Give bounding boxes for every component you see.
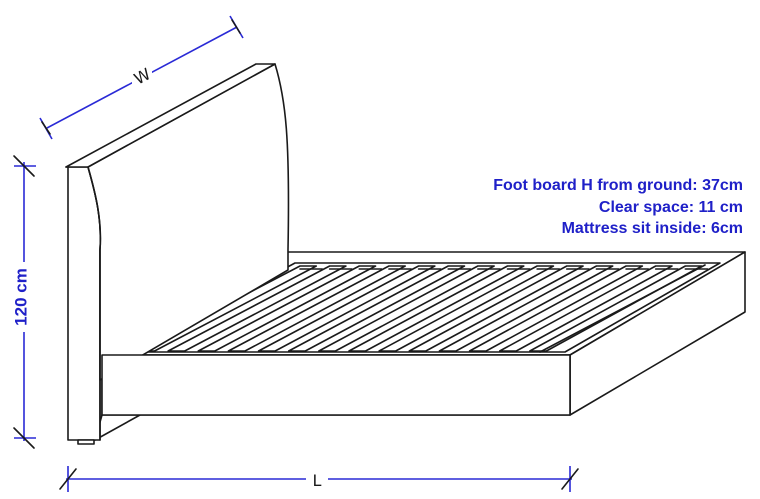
slat xyxy=(227,265,407,352)
slat xyxy=(529,265,703,352)
slat xyxy=(348,265,525,352)
height-label: 120 cm xyxy=(11,268,30,326)
slat xyxy=(167,265,347,352)
height-dimension: 120 cm xyxy=(11,155,36,449)
slat xyxy=(287,265,466,352)
spec-clear-space: Clear space: 11 cm xyxy=(598,198,743,216)
spec-notes: Foot board H from ground: 37cm Clear spa… xyxy=(493,175,743,240)
slat xyxy=(378,265,555,352)
slat xyxy=(197,265,377,352)
spec-mattress-inset: Mattress sit inside: 6cm xyxy=(561,220,743,237)
length-label: L xyxy=(313,471,322,490)
slat xyxy=(408,265,584,352)
slat xyxy=(498,265,673,352)
slats xyxy=(137,265,709,352)
length-dimension: L xyxy=(59,466,579,492)
slat xyxy=(257,265,436,352)
slat xyxy=(468,265,644,352)
slat xyxy=(438,265,614,352)
frame-front xyxy=(101,354,571,416)
headboard xyxy=(65,63,290,445)
spec-footboard-height: Foot board H from ground: 37cm xyxy=(493,177,743,194)
slat xyxy=(318,265,495,352)
width-dimension: W xyxy=(39,15,244,140)
